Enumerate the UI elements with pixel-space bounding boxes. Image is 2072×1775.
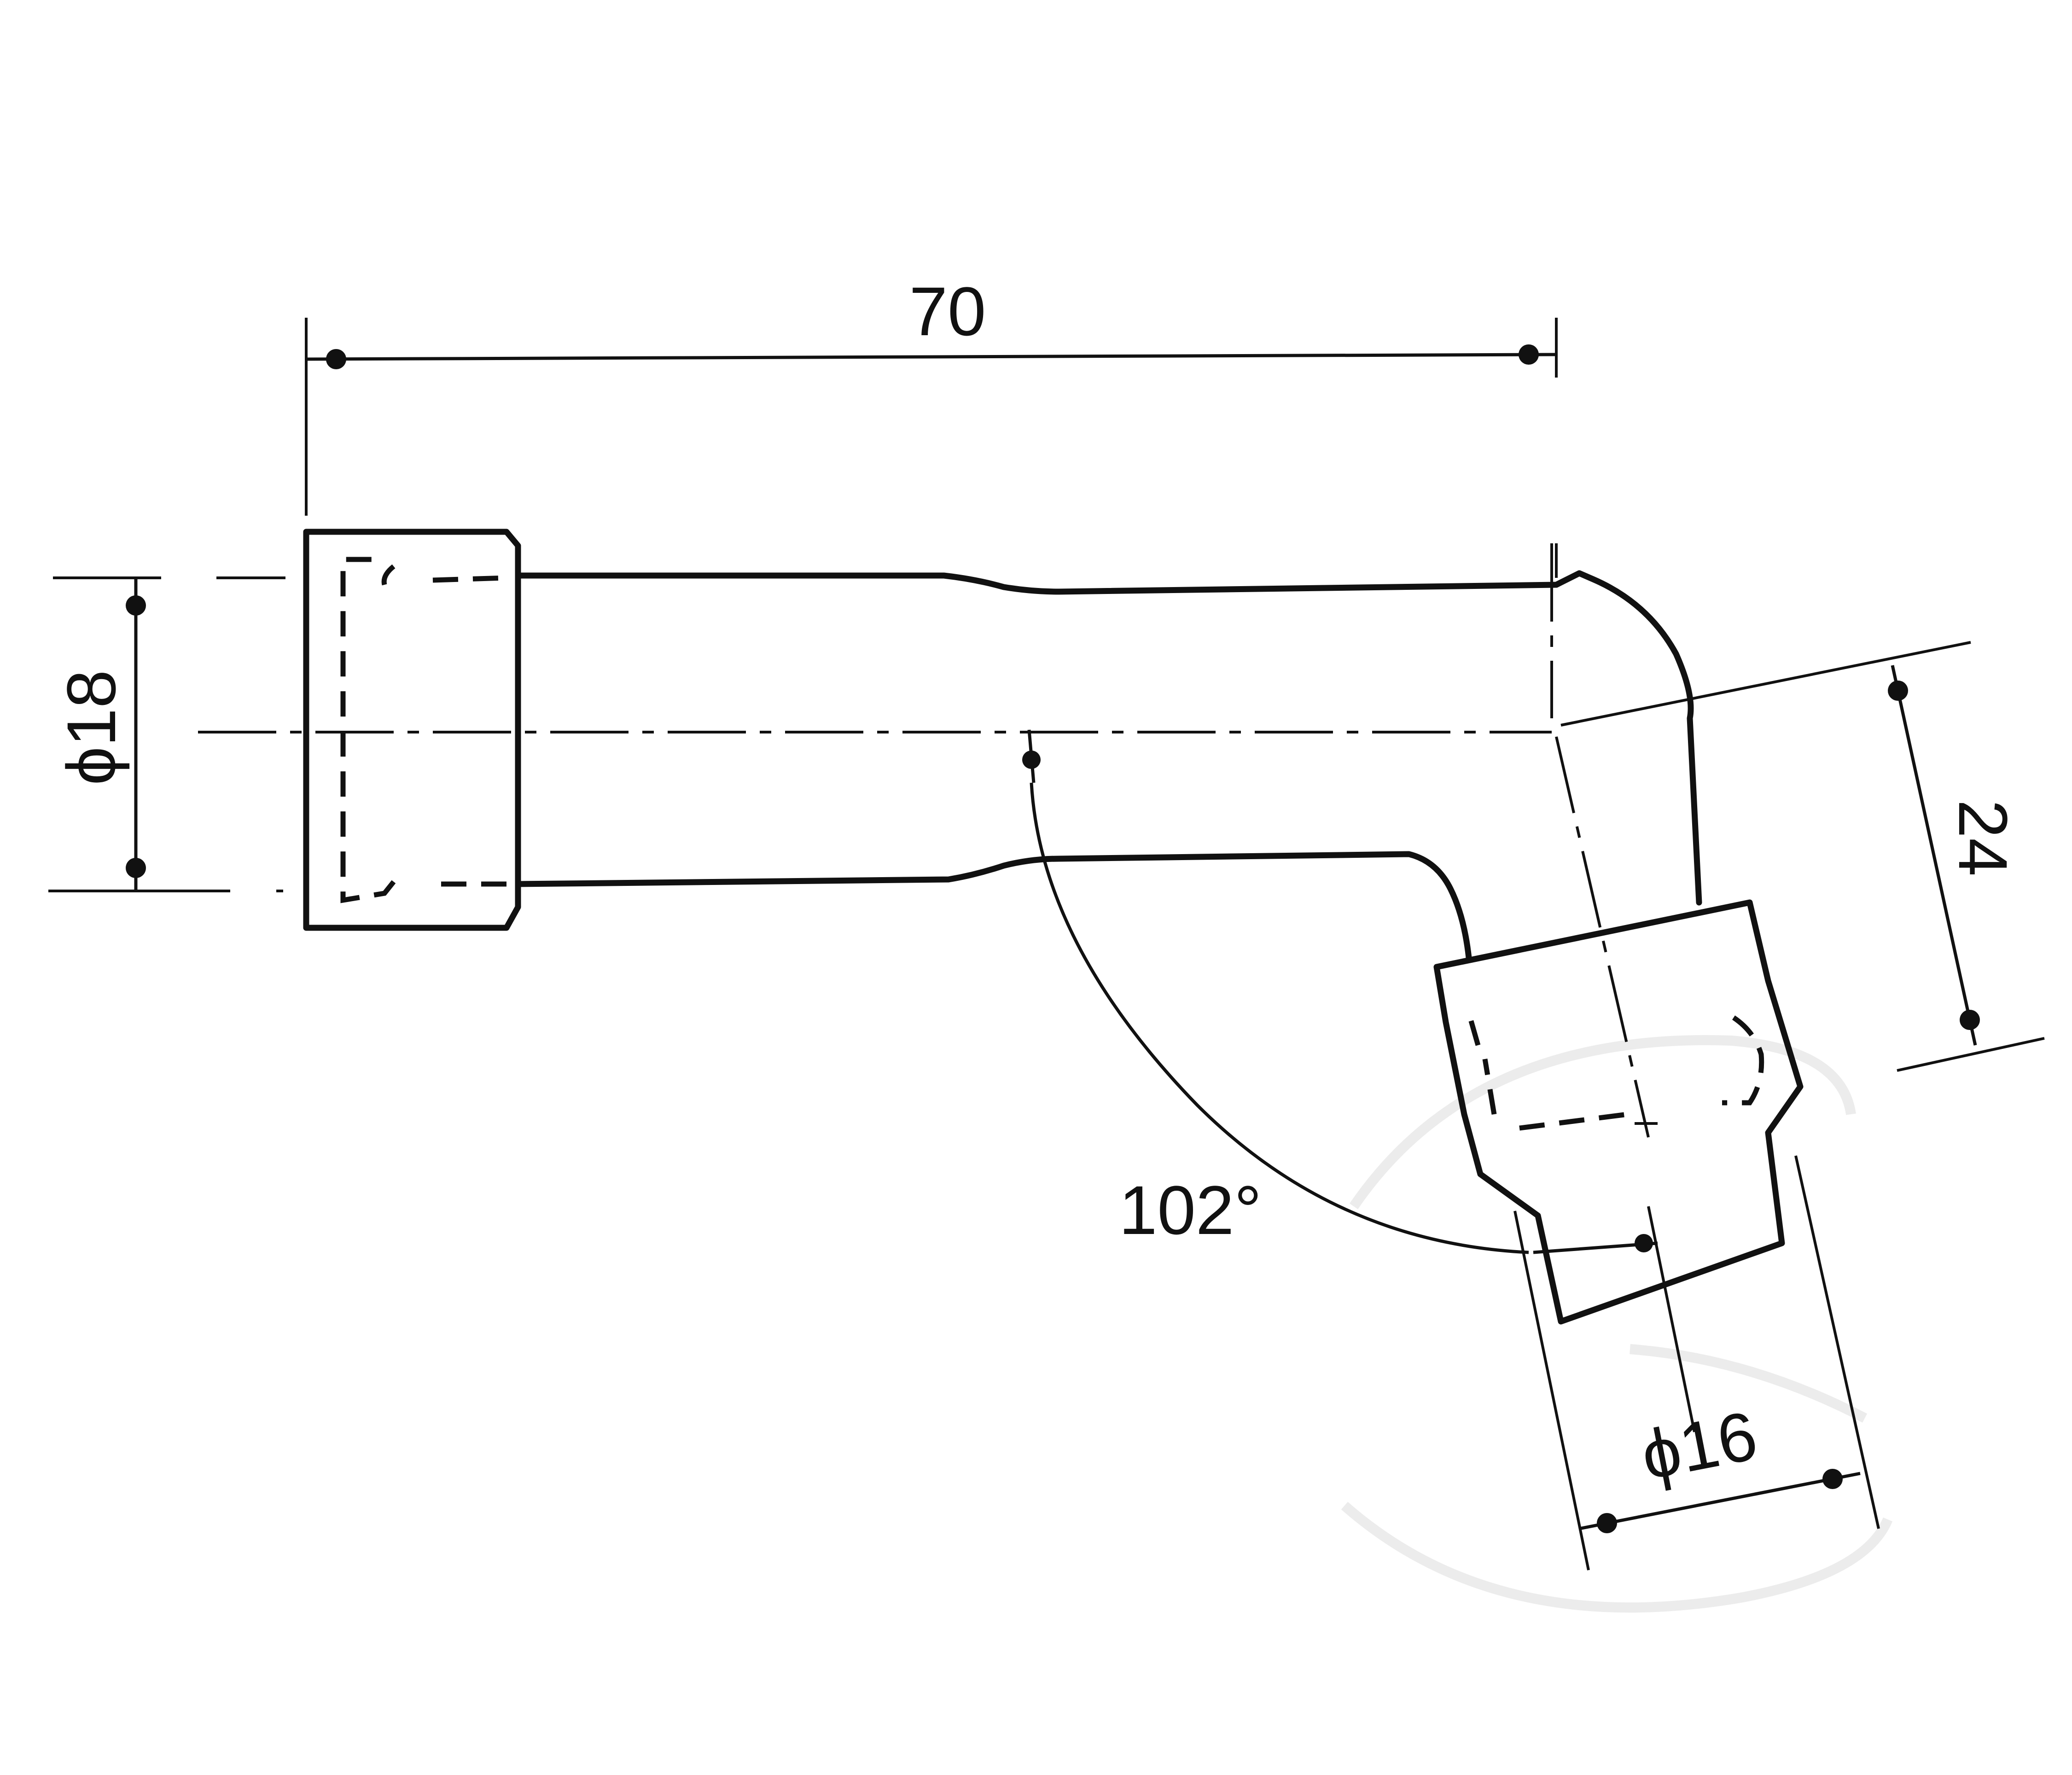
length-dimension-line [306, 353, 1557, 361]
dimension-angle: 102° [1022, 729, 1658, 1254]
lower-tube-edge [515, 851, 1472, 961]
right-hidden-socket [1466, 1012, 1764, 1131]
watermark-logo [1341, 1035, 1893, 1613]
right-diameter-label: ϕ16 [1635, 1397, 1763, 1495]
dimension-left-diameter: ϕ18 [48, 576, 285, 892]
angle-label: 102° [1119, 1171, 1262, 1249]
hidden-features [340, 557, 1764, 1131]
left-hidden-socket [340, 557, 507, 903]
offset-dimension-line [1891, 665, 1977, 1046]
upper-tube-edge [515, 570, 1702, 906]
right-diameter-dimension-line [1579, 1472, 1861, 1531]
left-terminal [303, 529, 521, 931]
dimension-length: 70 [305, 273, 1558, 578]
lower-boot [1433, 899, 1804, 1325]
length-label: 70 [909, 273, 986, 350]
center-lines [198, 543, 1658, 1138]
angled-axis [1555, 736, 1650, 1138]
dimension-offset: 24 [1560, 641, 2045, 1072]
cap-body-outline [303, 529, 1804, 1325]
left-diameter-label: ϕ18 [52, 670, 130, 786]
angle-arc [1030, 782, 1529, 1254]
offset-label: 24 [1944, 800, 2022, 877]
